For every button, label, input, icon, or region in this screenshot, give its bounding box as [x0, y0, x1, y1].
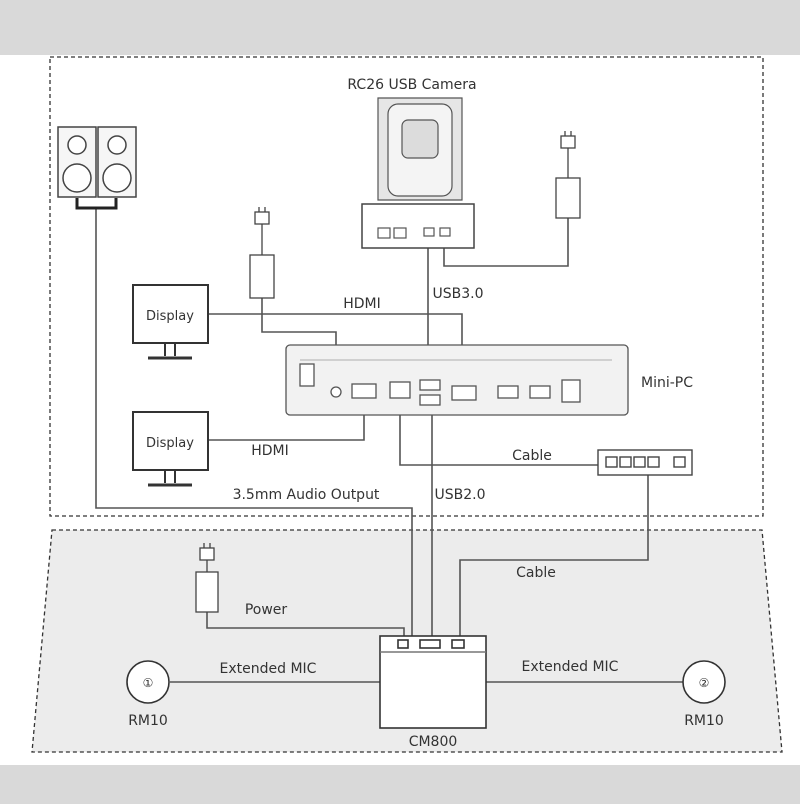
switch-port-5	[673, 456, 686, 468]
pc-power-port	[561, 379, 581, 403]
pc-usb-port-3	[497, 385, 519, 399]
display-top-screen	[132, 284, 209, 344]
audio-line	[95, 208, 413, 636]
rm10-right	[682, 660, 726, 704]
cable-line-top	[399, 392, 598, 466]
rc26-camera	[361, 97, 475, 249]
display-bottom-screen	[132, 411, 209, 471]
cm800-body	[379, 635, 487, 729]
camera-lens-housing	[401, 119, 439, 159]
camera-power-port	[439, 227, 451, 237]
rm10-left-label: RM10	[128, 713, 168, 729]
switch-port-4	[647, 456, 660, 468]
cable-line-bottom	[459, 475, 649, 636]
adapter-box	[195, 571, 219, 613]
mini-pc-label: Mini-PC	[641, 375, 693, 391]
hdmi-top-label: HDMI	[343, 296, 381, 312]
pc-usb-port-1	[419, 379, 441, 391]
pc-audio-jack	[330, 386, 342, 398]
pc-usb-port-4	[529, 385, 551, 399]
mini-pc	[285, 344, 629, 416]
switch-port-1	[605, 456, 618, 468]
ext-mic-right-label: Extended MIC	[522, 659, 619, 675]
rm10-left-disc	[126, 660, 170, 704]
cable-top-label: Cable	[512, 448, 552, 464]
pc-hdmi-port-1	[351, 383, 377, 399]
camera-port-1	[377, 227, 391, 239]
audio-output-label: 3.5mm Audio Output	[233, 487, 380, 503]
power-adapter-camera	[555, 131, 581, 219]
usb3-label: USB3.0	[432, 286, 483, 302]
display-bottom	[132, 411, 209, 487]
power-adapter-pc	[249, 207, 275, 299]
rm10-left	[126, 660, 170, 704]
camera-base	[361, 203, 475, 249]
usb2-label: USB2.0	[434, 487, 485, 503]
adapter-box	[555, 177, 581, 219]
camera-port-2	[393, 227, 407, 239]
pc-port-a	[299, 363, 315, 387]
switch-port-2	[619, 456, 632, 468]
camera-label: RC26 USB Camera	[347, 77, 476, 93]
adapter-box	[249, 254, 275, 299]
rm10-right-number: ②	[699, 676, 710, 690]
hdmi-bottom-label: HDMI	[251, 443, 289, 459]
plug-icon	[560, 135, 576, 149]
camera-power-line	[443, 218, 569, 267]
power-label: Power	[245, 602, 288, 618]
speaker-left-tweeter	[67, 135, 87, 155]
display-top-label: Display	[146, 309, 194, 324]
display-bottom-label: Display	[146, 436, 194, 451]
switch-port-3	[633, 456, 646, 468]
cable-bottom-label: Cable	[516, 565, 556, 581]
pc-hdmi-port-2	[451, 385, 477, 401]
power-line-cm800	[206, 612, 405, 636]
rm10-left-number: ①	[143, 676, 154, 690]
speaker-right-woofer	[102, 163, 132, 193]
speaker-left-woofer	[62, 163, 92, 193]
pc-usb-port-2	[419, 394, 441, 406]
cm800-label: CM800	[409, 734, 458, 750]
equipment-zone	[49, 56, 764, 517]
rm10-right-disc	[682, 660, 726, 704]
plug-icon	[199, 547, 215, 561]
ext-mic-left-label: Extended MIC	[220, 661, 317, 677]
pc-ethernet-port	[389, 381, 411, 399]
power-adapter-cm800	[195, 543, 219, 613]
speakers	[57, 126, 137, 210]
network-switch	[597, 449, 693, 476]
plug-icon	[254, 211, 270, 225]
camera-usb-port	[423, 227, 435, 237]
cm800-device	[379, 635, 487, 729]
speaker-link	[75, 198, 118, 210]
display-top	[132, 284, 209, 360]
speaker-right-tweeter	[107, 135, 127, 155]
rm10-right-label: RM10	[684, 713, 724, 729]
